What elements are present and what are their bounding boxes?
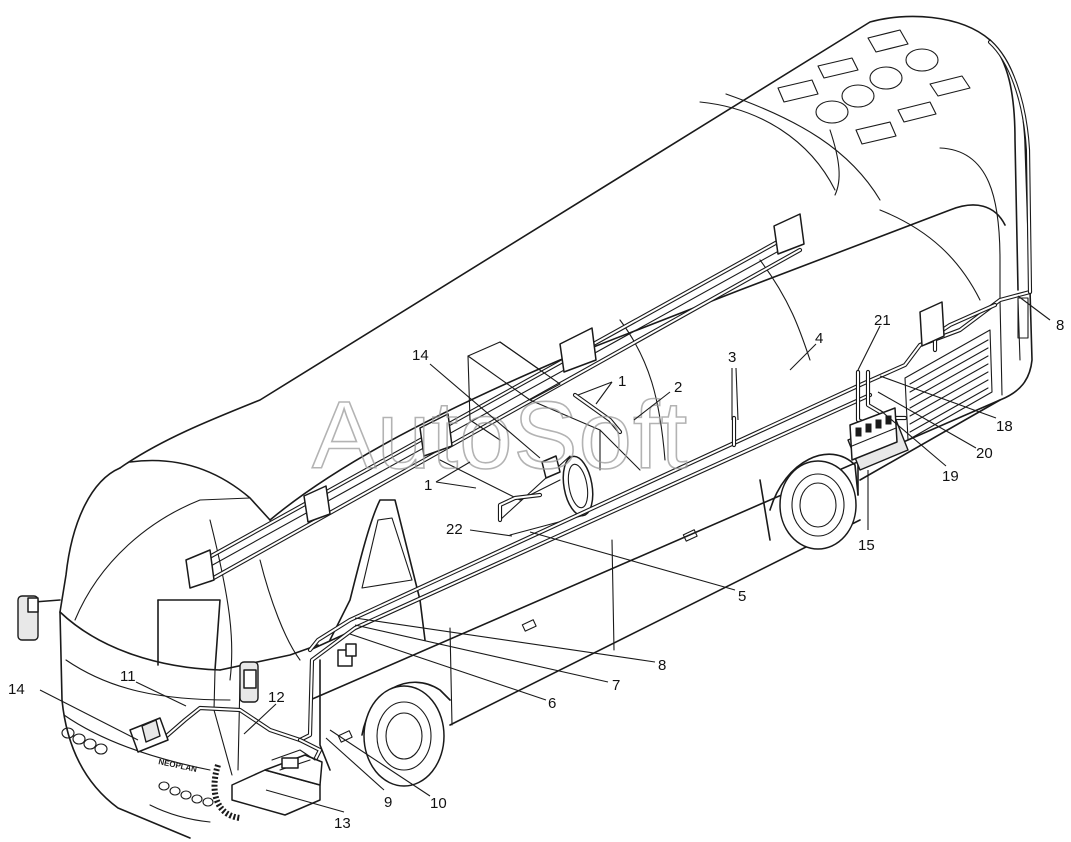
left-mirror xyxy=(17,595,61,641)
right-mirror xyxy=(239,661,259,703)
callout-label: 21 xyxy=(874,312,891,329)
callout-label: 20 xyxy=(976,445,993,462)
callout-label: 6 xyxy=(548,695,556,712)
rear-wheel xyxy=(769,453,859,550)
callout-label: 14 xyxy=(8,681,25,698)
callout-label: 22 xyxy=(446,521,463,538)
callout-label: 10 xyxy=(430,795,447,812)
rear-grille xyxy=(909,339,989,433)
callout-label: 1 xyxy=(424,477,432,494)
callout-label: 5 xyxy=(738,588,746,605)
callout-label: 8 xyxy=(658,657,666,674)
front-blower xyxy=(129,717,169,753)
front-heater-unit xyxy=(231,749,323,816)
watermark: AutoSoft xyxy=(312,382,688,489)
callout-labels: 1 1 2 3 4 5 6 7 8 8 9 10 11 12 13 14 14 … xyxy=(8,312,1064,832)
callout-label: 19 xyxy=(942,468,959,485)
callout-label: 14 xyxy=(412,347,429,364)
compressor-unit xyxy=(847,407,909,471)
callout-label: 3 xyxy=(728,349,736,366)
callout-label: 18 xyxy=(996,418,1013,435)
callout-label: 2 xyxy=(674,379,682,396)
leader-lines xyxy=(39,295,1051,813)
callout-label: 8 xyxy=(1056,317,1064,334)
front-lights xyxy=(61,714,214,823)
callout-label: 12 xyxy=(268,689,285,706)
callout-label: 11 xyxy=(120,668,136,685)
callout-label: 15 xyxy=(858,537,875,554)
roof-hatches xyxy=(777,29,971,145)
roof-ducts xyxy=(159,39,1033,821)
callout-label: 4 xyxy=(815,330,823,347)
front-badge: NEOPLAN xyxy=(158,757,198,774)
callout-label: 1 xyxy=(618,373,626,390)
callout-label: 13 xyxy=(334,815,351,832)
corrugated-hose xyxy=(211,764,241,821)
callout-label: 9 xyxy=(384,794,392,811)
front-wheel xyxy=(361,681,451,787)
callout-label: 7 xyxy=(612,677,620,694)
